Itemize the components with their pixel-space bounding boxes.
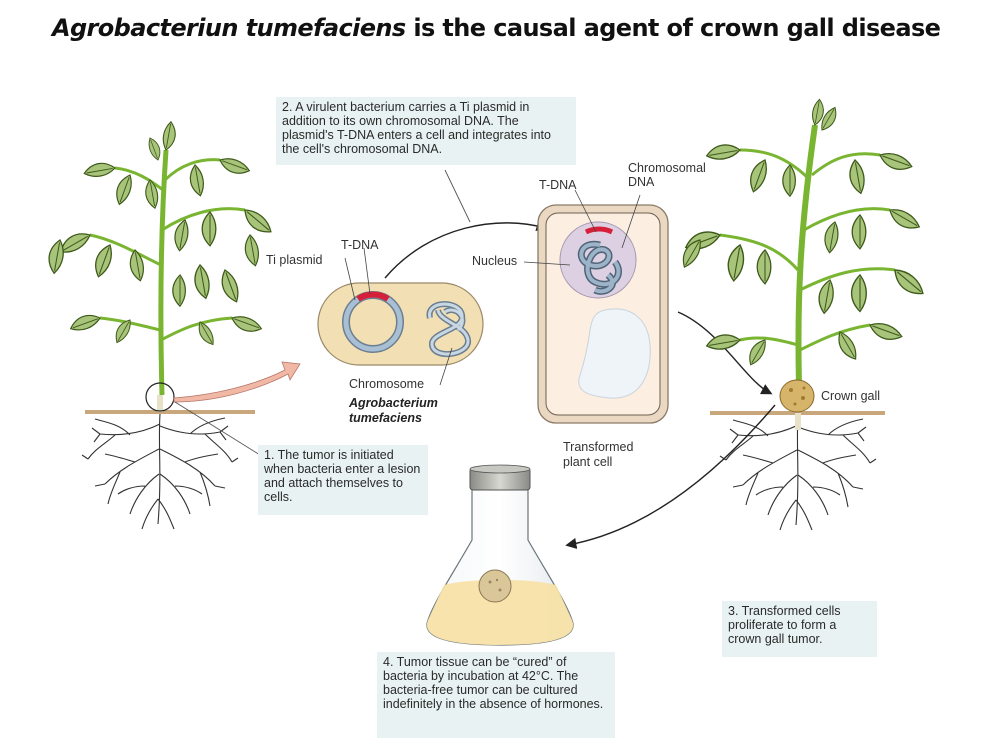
culture-flask xyxy=(426,464,574,646)
label-transformed-1: Transformed xyxy=(563,440,634,454)
label-t-dna-cell: T-DNA xyxy=(539,178,577,192)
culture-arrow xyxy=(565,404,776,549)
label-crown-gall: Crown gall xyxy=(821,389,881,403)
healthy-plant-illustration xyxy=(45,120,276,530)
label-transformed-2: plant cell xyxy=(563,455,613,469)
title-species: Agrobacteriun tumefaciens xyxy=(52,14,406,42)
label-bacterium-name-2: tumefaciens xyxy=(349,411,422,425)
callout-step-1: 1. The tumor is initiated when bacteria … xyxy=(258,445,428,515)
proliferation-arrow xyxy=(677,311,773,395)
transformed-plant-cell xyxy=(523,189,669,424)
t-dna-segment xyxy=(356,291,390,302)
step2-leader xyxy=(444,169,471,223)
agrobacterium-cell xyxy=(317,247,484,386)
vacuole xyxy=(578,308,651,399)
roots-right xyxy=(719,414,877,531)
cultured-tumor xyxy=(478,569,512,603)
transfer-arrow xyxy=(384,220,548,279)
label-bacterium-name-1: Agrobacterium xyxy=(349,396,438,410)
stem-right xyxy=(795,124,818,386)
lesion-circle xyxy=(145,382,175,412)
label-chromosome: Chromosome xyxy=(349,377,425,391)
pink-arrow xyxy=(173,361,301,403)
roots-left xyxy=(81,413,239,530)
label-chromosomal-dna-1: Chromosomal xyxy=(628,161,706,175)
culture-medium xyxy=(426,579,574,645)
callout-step-3: 3. Transformed cells proliferate to form… xyxy=(722,601,877,657)
callout-step-4: 4. Tumor tissue can be “cured” of bacter… xyxy=(377,652,615,738)
infected-plant-illustration xyxy=(677,98,928,531)
stem-left xyxy=(158,149,169,396)
step1-leader xyxy=(174,401,261,456)
label-nucleus: Nucleus xyxy=(472,254,518,268)
callout-step-2: 2. A virulent bacterium carries a Ti pla… xyxy=(276,97,576,165)
title-rest: is the causal agent of crown gall diseas… xyxy=(405,14,941,42)
crown-gall-tumor xyxy=(779,379,815,413)
page-title: Agrobacteriun tumefaciens is the causal … xyxy=(52,14,941,42)
label-chromosomal-dna-2: DNA xyxy=(628,175,655,189)
label-ti-plasmid: Ti plasmid xyxy=(266,253,323,267)
label-t-dna-bacterium: T-DNA xyxy=(341,238,379,252)
integrated-t-dna xyxy=(584,226,614,235)
